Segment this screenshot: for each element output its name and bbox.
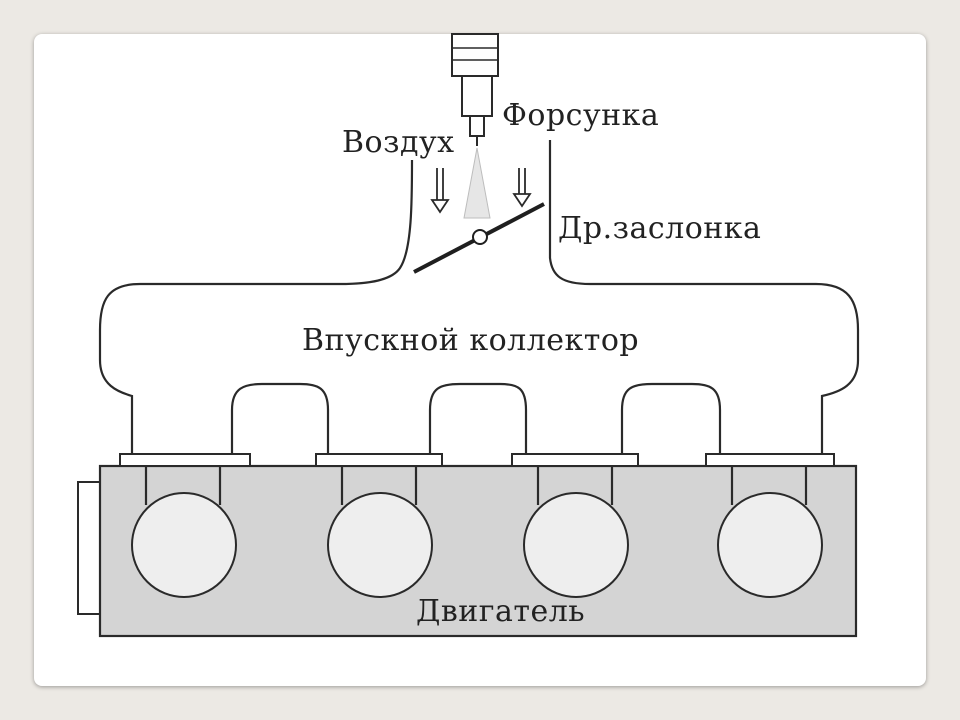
- cylinder-2: [327, 492, 433, 598]
- throttle-axis: [472, 229, 488, 245]
- throttle-label: Др.заслонка: [558, 211, 761, 246]
- engine-label: Двигатель: [416, 594, 585, 629]
- double-down-arrow-icon: [512, 168, 532, 208]
- runner-flanges: [119, 453, 835, 467]
- cylinder-3: [523, 492, 629, 598]
- engine-side-cap: [77, 481, 103, 615]
- spray-cone-icon: [463, 147, 491, 219]
- engine-block: [77, 453, 858, 638]
- injector-icon: [451, 33, 499, 146]
- intake-ports: [144, 466, 808, 505]
- manifold-label: Впускной коллектор: [302, 323, 639, 358]
- throttle-valve: [413, 202, 545, 274]
- cylinder-4: [717, 492, 823, 598]
- cylinder-1: [131, 492, 237, 598]
- double-down-arrow-icon: [430, 168, 450, 214]
- injector-label: Форсунка: [502, 98, 659, 133]
- intake-manifold-outline: [98, 140, 860, 454]
- air-label: Воздух: [342, 125, 455, 160]
